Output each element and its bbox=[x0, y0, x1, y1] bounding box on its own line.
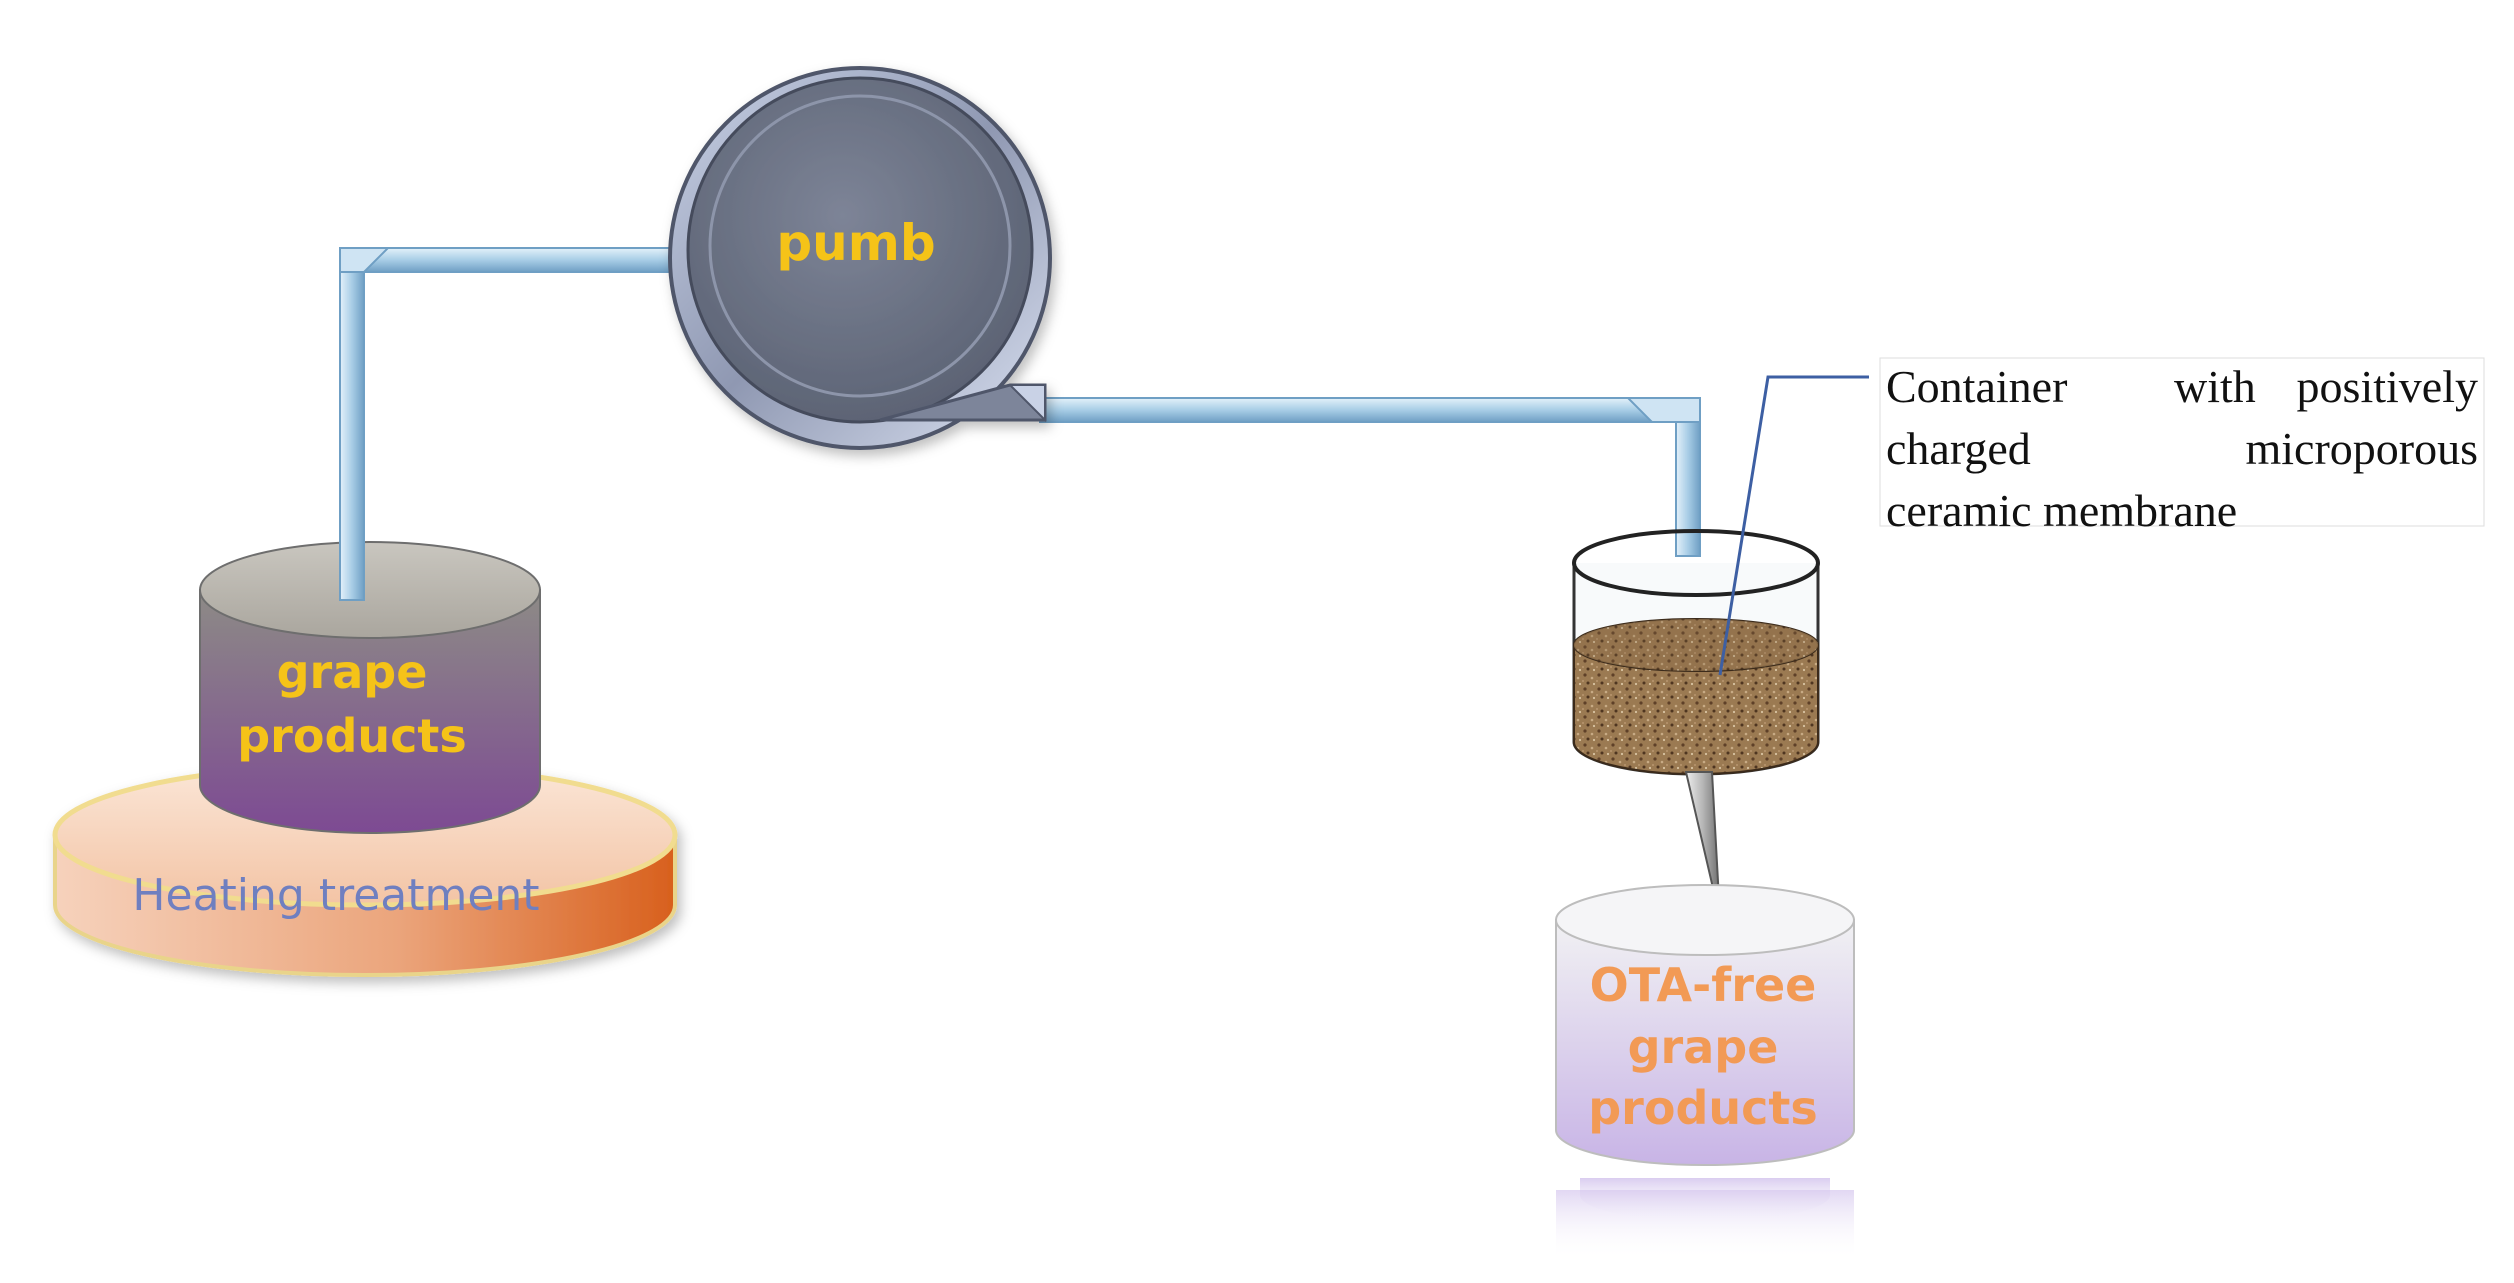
outlet-pipe bbox=[1039, 397, 1701, 557]
callout-line1-word1: Container bbox=[1886, 361, 2067, 412]
heater-label: Heating treatment bbox=[132, 870, 539, 921]
output-label-line2: grape bbox=[1628, 1020, 1779, 1074]
output-label-line3: products bbox=[1588, 1081, 1818, 1135]
callout-line2-word1: charged bbox=[1886, 423, 2031, 474]
callout bbox=[1718, 357, 2485, 676]
callout-line1-word2: with bbox=[2174, 361, 2256, 412]
source-label-line2: products bbox=[237, 709, 467, 763]
ota-free-container bbox=[1555, 884, 1855, 1260]
callout-line3: ceramic membrane bbox=[1886, 485, 2237, 536]
pump bbox=[668, 66, 1052, 450]
output-label-line1: OTA-free bbox=[1590, 958, 1817, 1012]
pump-label: pumb bbox=[776, 214, 935, 272]
inlet-pipe bbox=[339, 247, 701, 601]
callout-line1-word3: positively bbox=[2297, 361, 2478, 412]
membrane-container bbox=[1572, 529, 1820, 919]
source-label-line1: grape bbox=[277, 645, 428, 699]
grape-products-container bbox=[199, 541, 541, 834]
callout-line2-word2: microporous bbox=[2245, 423, 2478, 474]
